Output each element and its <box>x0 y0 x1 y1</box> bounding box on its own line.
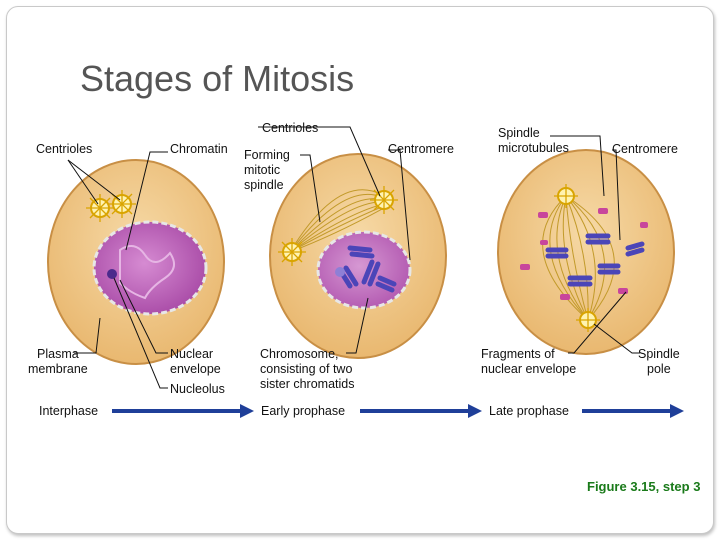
label-centrioles-top: Centrioles <box>262 121 319 135</box>
label-centromere-right: Centromere <box>612 142 678 156</box>
stage-early-prophase: Early prophase <box>261 404 346 418</box>
label-nucleolus: Nucleolus <box>170 382 225 396</box>
centriole-right-icon <box>370 186 398 214</box>
spindle-pole-top-icon <box>554 184 578 208</box>
stage-arrows <box>112 404 684 418</box>
label-nuclear-envelope: Nuclear envelope <box>170 347 221 376</box>
centriole-left-icon <box>278 238 306 266</box>
label-centrioles-left: Centrioles <box>36 142 93 156</box>
label-plasma-membrane: Plasma membrane <box>28 347 88 376</box>
label-chromosome: Chromosome, consisting of two sister chr… <box>260 347 355 391</box>
label-forming-spindle: Forming mitotic spindle <box>244 148 290 192</box>
late-prophase-cell <box>497 149 675 355</box>
stage-late-prophase: Late prophase <box>489 404 569 418</box>
stage-interphase: Interphase <box>39 404 99 418</box>
label-chromatin: Chromatin <box>170 142 228 156</box>
slide-title: Stages of Mitosis <box>80 58 355 99</box>
label-spindle-microtubules: Spindle microtubules <box>498 126 569 155</box>
label-fragments: Fragments of nuclear envelope <box>481 347 577 376</box>
figure-caption: Figure 3.15, step 3 <box>587 479 701 494</box>
interphase-cell <box>47 159 225 365</box>
chromosome-icon <box>337 245 397 293</box>
spindle-pole-bottom-icon <box>576 308 600 332</box>
centrioles-icon <box>86 190 136 222</box>
leader-lines <box>67 126 640 389</box>
label-centromere-mid: Centromere <box>388 142 454 156</box>
label-spindle-pole: Spindle pole <box>638 347 680 376</box>
early-prophase-cell <box>269 153 447 359</box>
